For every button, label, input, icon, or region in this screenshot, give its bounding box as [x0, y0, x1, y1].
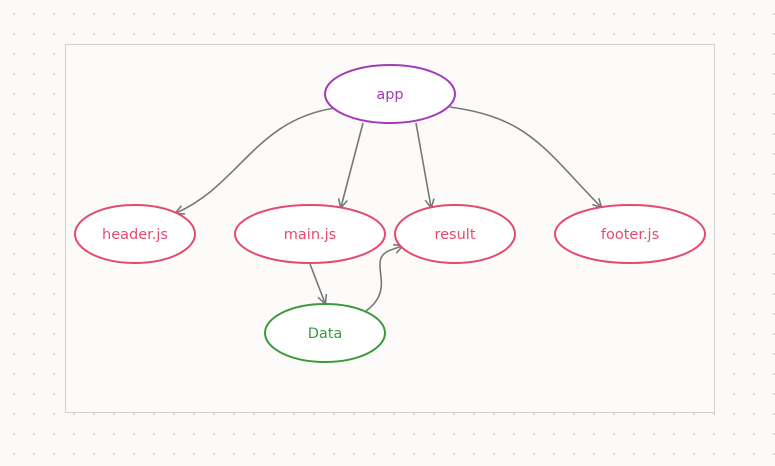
edge-app-footer	[449, 106, 601, 207]
node-main-js-label: main.js	[284, 227, 336, 243]
edge-app-main	[341, 122, 364, 207]
node-footer-js-label: footer.js	[601, 227, 659, 243]
node-header-js[interactable]: header.js	[74, 204, 196, 264]
node-result[interactable]: result	[394, 204, 516, 264]
node-data-label: Data	[308, 326, 343, 342]
edge-app-result	[415, 122, 431, 207]
edge-data-result	[365, 246, 402, 312]
node-footer-js[interactable]: footer.js	[554, 204, 706, 264]
edge-main-data	[309, 263, 325, 303]
node-header-js-label: header.js	[102, 227, 168, 243]
node-main-js[interactable]: main.js	[234, 204, 386, 264]
edge-app-header	[176, 107, 336, 213]
node-app[interactable]: app	[324, 64, 456, 124]
node-data[interactable]: Data	[264, 303, 386, 363]
node-result-label: result	[434, 227, 475, 243]
node-app-label: app	[376, 87, 403, 103]
